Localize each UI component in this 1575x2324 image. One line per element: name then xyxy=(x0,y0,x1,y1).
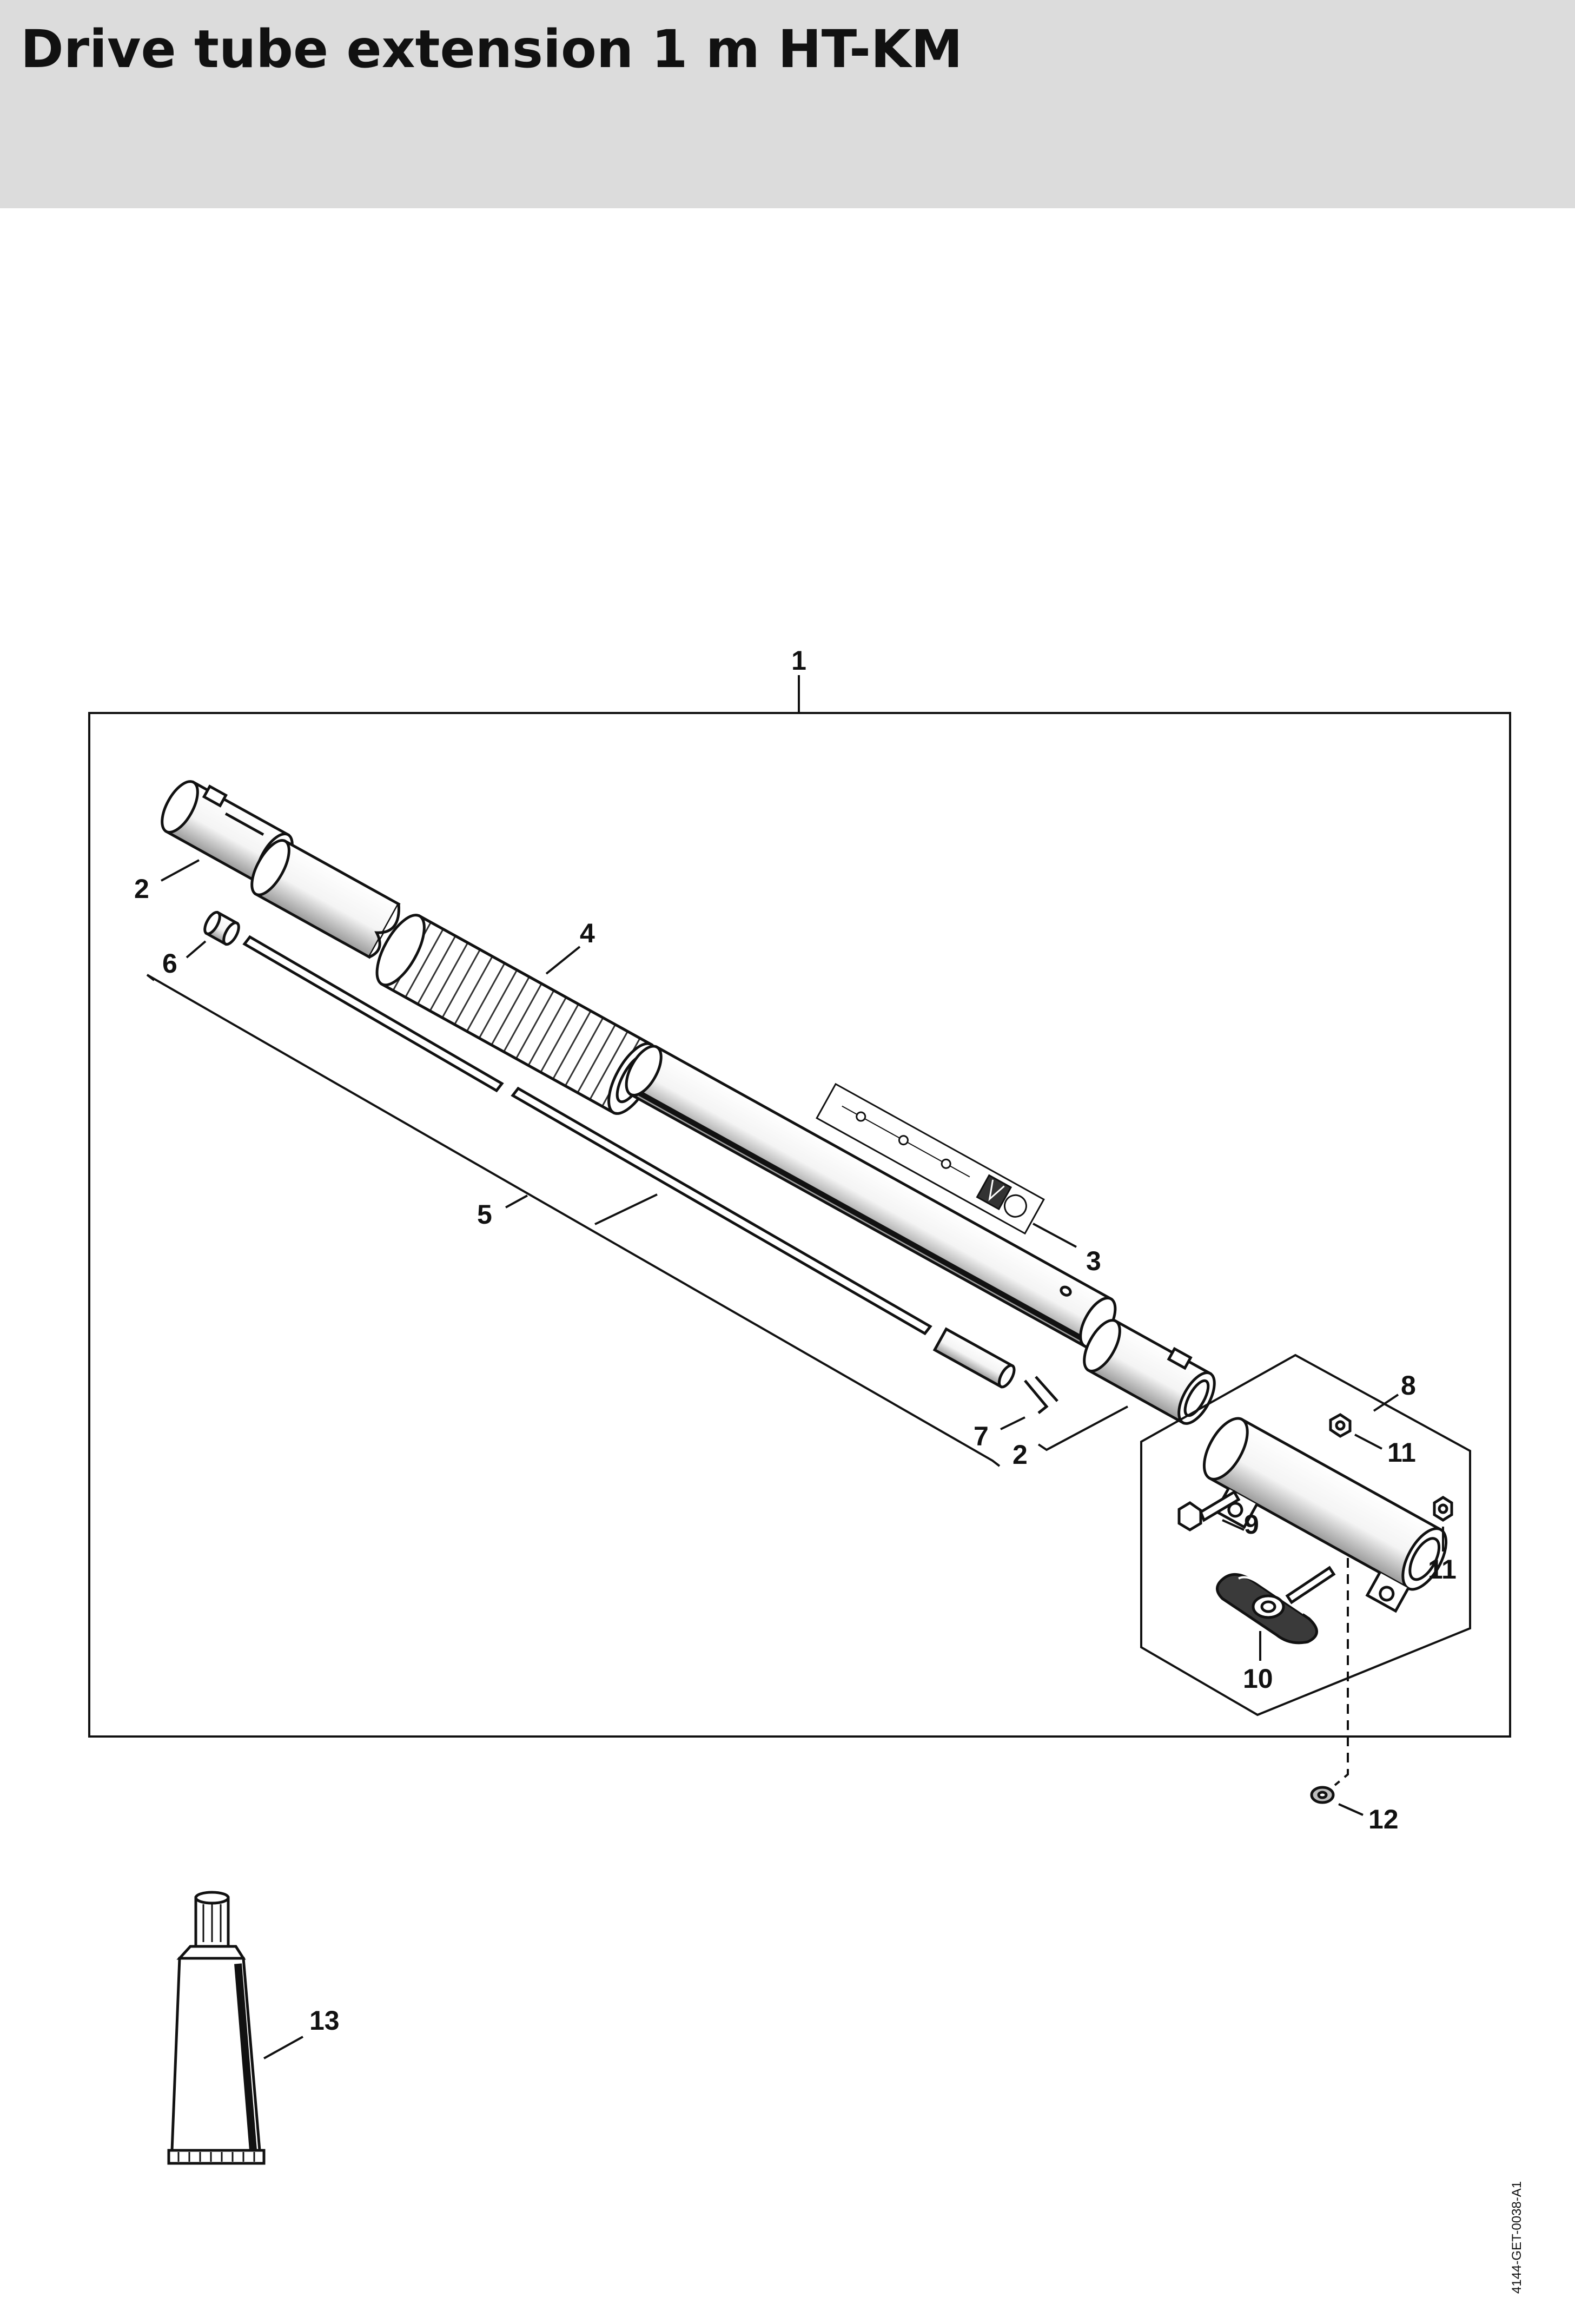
part-10-wing-screw xyxy=(1216,1566,1336,1645)
callout-4-leader xyxy=(545,946,581,975)
callout-6-leader xyxy=(186,940,207,959)
callout-2a: 2 xyxy=(134,874,149,904)
callout-5-leader xyxy=(505,1194,528,1209)
part-12-washer xyxy=(1310,1786,1335,1804)
tube-segment-short xyxy=(250,839,401,959)
header-band xyxy=(0,0,1575,208)
callout-6: 6 xyxy=(162,948,177,979)
callout-2b: 2 xyxy=(1012,1440,1028,1470)
part-5-bracket xyxy=(146,974,1001,1467)
part-5-drive-shaft xyxy=(242,935,1016,1389)
assembly-frame xyxy=(88,675,1511,1738)
page-title: Drive tube extension 1 m HT-KM xyxy=(21,19,963,80)
washer-dashed-line xyxy=(1334,1558,1349,1786)
callout-2a-leader xyxy=(161,859,200,882)
callout-11a: 11 xyxy=(1387,1437,1416,1468)
callout-11a-leader xyxy=(1354,1434,1382,1450)
callout-5: 5 xyxy=(477,1199,492,1230)
callout-12-leader xyxy=(1338,1803,1364,1816)
part-9-screw xyxy=(1177,1490,1241,1531)
callout-11b: 11 xyxy=(1428,1554,1457,1584)
callout-10: 10 xyxy=(1243,1663,1273,1694)
part-2-lower-fitting xyxy=(1083,1319,1216,1425)
callout-13: 13 xyxy=(309,2005,340,2036)
callout-12: 12 xyxy=(1368,1804,1399,1834)
part-11-nut-lower xyxy=(1433,1496,1453,1522)
clamp-assembly-frame xyxy=(1140,1354,1471,1716)
callout-7: 7 xyxy=(974,1421,989,1451)
callout-7-leader xyxy=(1000,1416,1025,1430)
part-7-circlip xyxy=(1024,1376,1058,1414)
part-11-nut-upper xyxy=(1329,1413,1352,1438)
callout-8-leader xyxy=(1373,1394,1399,1412)
part-13-grease-tube xyxy=(167,1891,266,2165)
callout-4: 4 xyxy=(580,918,595,948)
main-drive-tube xyxy=(625,1045,1117,1349)
callout-9: 9 xyxy=(1244,1509,1259,1540)
part-6-bushing xyxy=(203,910,240,946)
callout-13-leader xyxy=(263,2036,303,2059)
callout-2b-leader xyxy=(1037,1405,1128,1451)
callout-1: 1 xyxy=(791,645,806,676)
part-3-warning-label xyxy=(816,1082,1045,1235)
callout-3-leader xyxy=(1033,1223,1077,1248)
callout-8: 8 xyxy=(1401,1370,1416,1401)
drawing-code: 4144-GET-0038-A1 xyxy=(1510,2181,1524,2294)
callout-3: 3 xyxy=(1086,1246,1101,1276)
callout-9-leader xyxy=(1222,1519,1245,1531)
